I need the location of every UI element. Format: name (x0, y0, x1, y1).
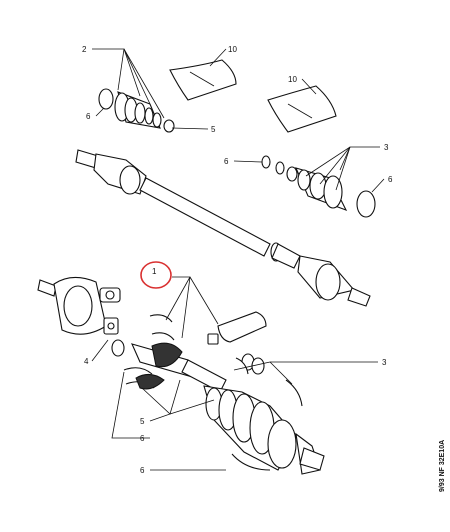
callout-6-upper-right: 6 (388, 175, 393, 184)
upper-driveshaft (75, 149, 371, 307)
leader-lines (91, 48, 385, 471)
upper-right-boot-kit (261, 155, 376, 218)
upper-left-boot-kit (98, 88, 175, 133)
callout-6-lower-left: 6 (140, 434, 145, 443)
drawing-reference-code: 9/93 NF 32E10A (439, 440, 446, 492)
grease-sachet-right (267, 85, 337, 133)
callout-10-upper: 10 (228, 45, 237, 54)
grease-sachet-upper (169, 59, 237, 101)
callout-5-lower: 5 (140, 417, 145, 426)
callout-3-lower: 3 (382, 358, 387, 367)
inner-tripod-joint (37, 276, 121, 335)
highlight-circle (140, 261, 172, 289)
callout-3-upper: 3 (384, 143, 389, 152)
callout-labels: 2 10 6 5 10 3 6 6 1 4 3 5 6 6 (82, 45, 393, 475)
callout-1: 1 (152, 267, 157, 276)
callout-10-right: 10 (288, 75, 297, 84)
callout-2: 2 (82, 45, 87, 54)
grease-tube (207, 311, 267, 345)
callout-6-upper-left: 6 (86, 112, 91, 121)
boot-clips-right (231, 357, 303, 471)
lower-intermediate-shaft (131, 342, 227, 393)
callout-5-upper: 5 (211, 125, 216, 134)
callout-6-upper-mid: 6 (224, 157, 229, 166)
callout-4: 4 (84, 357, 89, 366)
outer-cv-boot (203, 385, 325, 475)
callout-6-lower-bottom: 6 (140, 466, 145, 475)
lower-circlip-ring (111, 339, 125, 357)
boot-clips-left (123, 314, 175, 390)
